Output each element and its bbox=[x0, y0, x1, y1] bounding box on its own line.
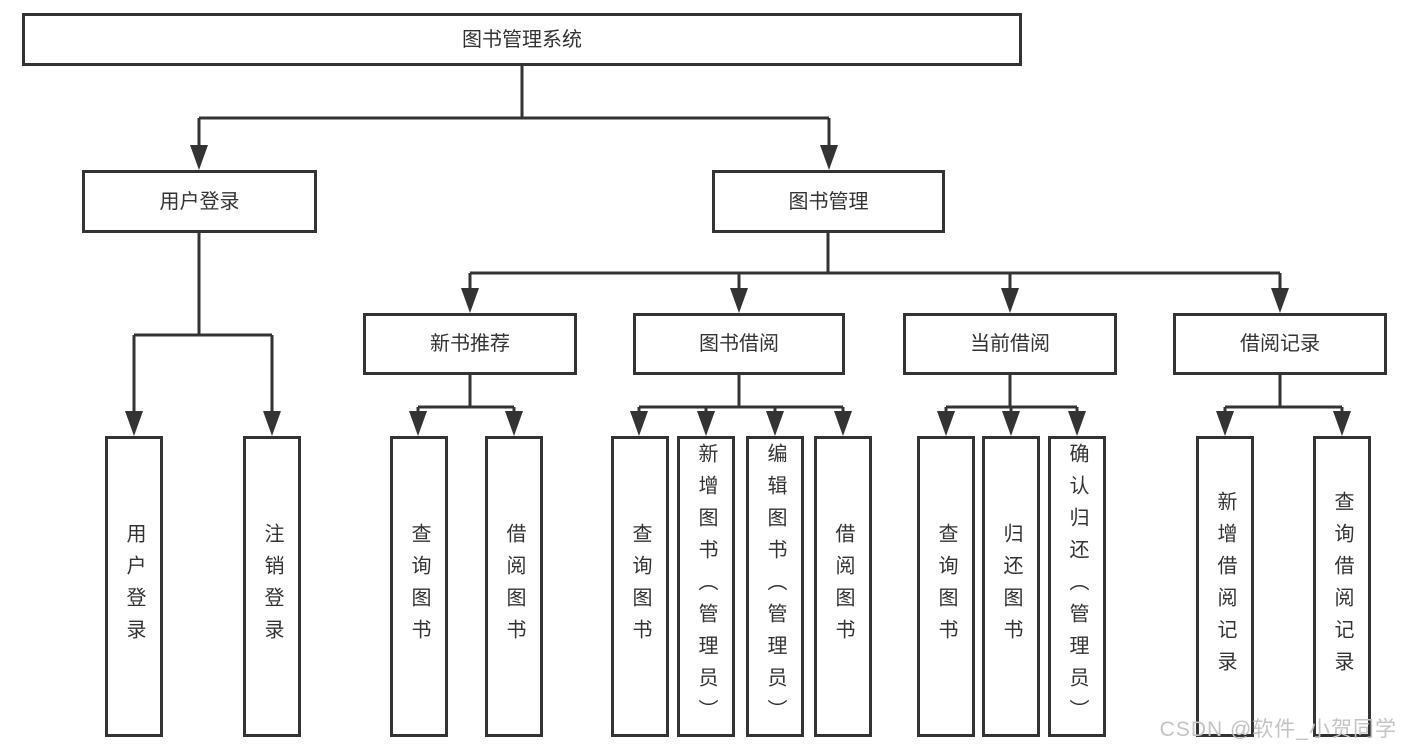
leaf-return-book: 归还图书 bbox=[982, 436, 1040, 737]
leaf-edit-book-admin-label: 编辑图书（管理员） bbox=[764, 442, 786, 731]
leaf-borrow-book-recommend-label: 借阅图书 bbox=[503, 522, 525, 651]
node-user-login-branch-label: 用户登录 bbox=[159, 190, 240, 213]
arrowheads bbox=[125, 145, 1351, 436]
leaf-borrow-book: 借阅图书 bbox=[814, 436, 872, 737]
node-user-login-branch: 用户登录 bbox=[82, 170, 317, 233]
node-borrowing-records-label: 借阅记录 bbox=[1240, 333, 1320, 355]
node-new-book-recommend-label: 新书推荐 bbox=[430, 333, 510, 355]
leaf-query-borrow-record-label: 查询借阅记录 bbox=[1331, 490, 1353, 683]
leaf-query-book-borrowing: 查询图书 bbox=[611, 436, 669, 737]
leaf-query-book-current: 查询图书 bbox=[917, 436, 975, 737]
node-root-system-label: 图书管理系统 bbox=[462, 28, 582, 51]
leaf-return-book-label: 归还图书 bbox=[1000, 522, 1022, 651]
leaf-edit-book-admin: 编辑图书（管理员） bbox=[746, 436, 804, 737]
node-current-borrowing: 当前借阅 bbox=[903, 313, 1117, 375]
leaf-add-book-admin-label: 新增图书（管理员） bbox=[695, 442, 717, 731]
node-book-borrowing-label: 图书借阅 bbox=[699, 333, 779, 355]
leaf-borrow-book-label: 借阅图书 bbox=[832, 522, 854, 651]
node-current-borrowing-label: 当前借阅 bbox=[970, 333, 1050, 355]
leaf-logout: 注销登录 bbox=[243, 436, 301, 737]
node-new-book-recommend: 新书推荐 bbox=[363, 313, 577, 375]
leaf-add-borrow-record-label: 新增借阅记录 bbox=[1214, 490, 1236, 683]
leaf-logout-label: 注销登录 bbox=[261, 522, 283, 651]
leaf-query-book-borrowing-label: 查询图书 bbox=[629, 522, 651, 651]
node-root-system: 图书管理系统 bbox=[22, 13, 1022, 66]
leaf-add-book-admin: 新增图书（管理员） bbox=[677, 436, 735, 737]
node-book-borrowing: 图书借阅 bbox=[633, 313, 845, 375]
node-book-management-branch: 图书管理 bbox=[712, 170, 945, 233]
leaf-query-book-recommend: 查询图书 bbox=[390, 436, 448, 737]
leaf-confirm-return-admin: 确认归还（管理员） bbox=[1048, 436, 1106, 737]
leaf-user-login-label: 用户登录 bbox=[123, 522, 145, 651]
leaf-query-borrow-record: 查询借阅记录 bbox=[1313, 436, 1371, 737]
leaf-confirm-return-admin-label: 确认归还（管理员） bbox=[1066, 442, 1088, 731]
leaf-borrow-book-recommend: 借阅图书 bbox=[485, 436, 543, 737]
leaf-query-book-current-label: 查询图书 bbox=[935, 522, 957, 651]
node-borrowing-records: 借阅记录 bbox=[1173, 313, 1387, 375]
leaf-query-book-recommend-label: 查询图书 bbox=[408, 522, 430, 651]
leaf-user-login: 用户登录 bbox=[105, 436, 163, 737]
leaf-add-borrow-record: 新增借阅记录 bbox=[1196, 436, 1254, 737]
node-book-management-branch-label: 图书管理 bbox=[788, 190, 869, 213]
